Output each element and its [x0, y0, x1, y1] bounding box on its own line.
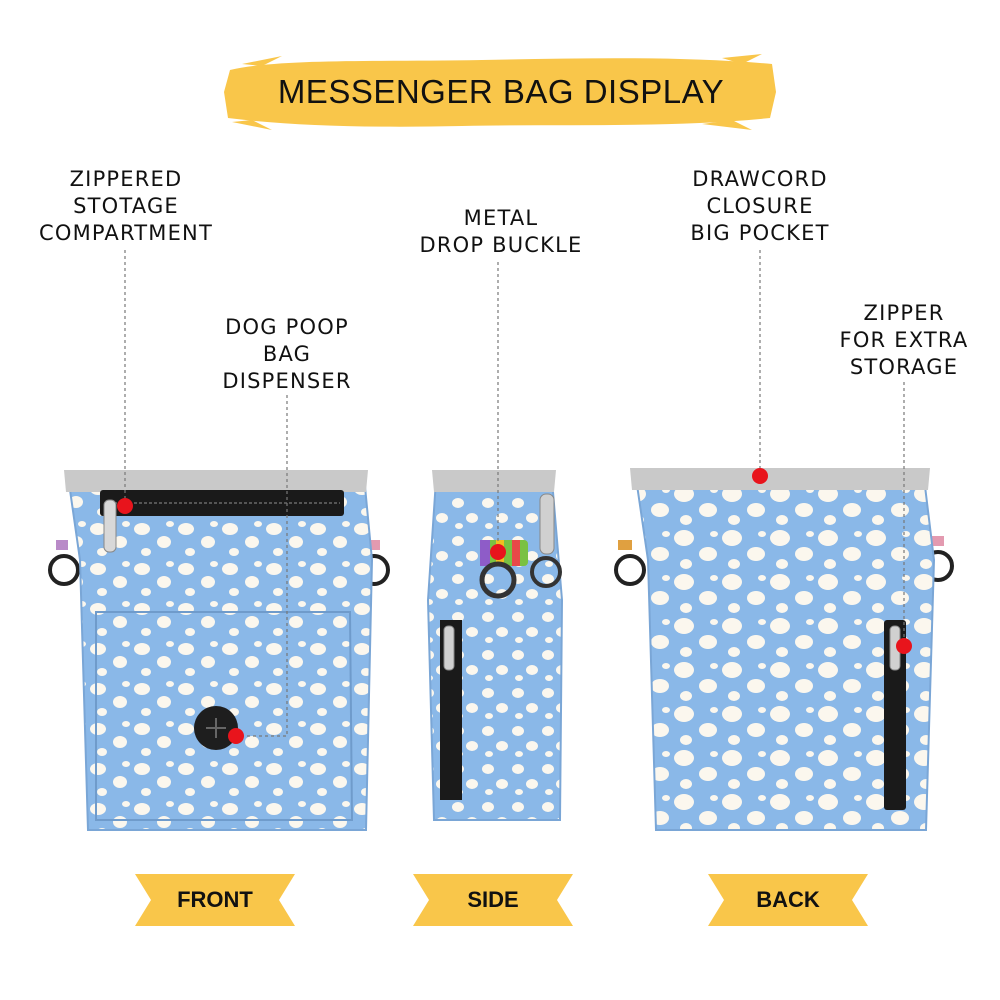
marker-drop-buckle — [490, 544, 506, 560]
callout-markers — [117, 468, 912, 744]
callout-line: ZIPPER — [863, 301, 945, 325]
callout-line: BIG POCKET — [690, 221, 830, 245]
callout-line: DISPENSER — [222, 369, 352, 393]
back-left-ring — [614, 540, 646, 586]
callout-line: DRAWCORD — [692, 167, 828, 191]
callout-line: DROP BUCKLE — [419, 233, 583, 257]
callout-zipper-extra: ZIPPER FOR EXTRA STORAGE — [832, 300, 976, 381]
callout-line: FOR EXTRA — [839, 328, 969, 352]
back-bag — [614, 468, 954, 831]
callout-line: METAL — [463, 206, 539, 230]
callout-zippered-compartment: ZIPPERED STOTAGE COMPARTMENT — [25, 166, 227, 247]
front-left-ring — [48, 540, 80, 586]
marker-zipper-extra — [896, 638, 912, 654]
title-brush-stroke — [224, 54, 776, 130]
label-front: FRONT — [177, 887, 253, 912]
leader-lines — [124, 250, 905, 737]
callout-line: CLOSURE — [706, 194, 814, 218]
callout-line: STORAGE — [849, 355, 959, 379]
callout-dispenser: DOG POOP BAG DISPENSER — [208, 314, 366, 395]
marker-dispenser — [228, 728, 244, 744]
ribbon-front — [135, 874, 295, 926]
callout-line: STOTAGE — [73, 194, 179, 218]
callout-line: BAG — [262, 342, 312, 366]
ribbon-back — [708, 874, 868, 926]
page-title: MESSENGER BAG DISPLAY — [277, 73, 725, 110]
ribbon-side — [413, 874, 573, 926]
view-ribbons — [135, 874, 868, 926]
front-bag — [48, 470, 390, 831]
label-back: BACK — [756, 887, 820, 912]
marker-zippered-compartment — [117, 498, 133, 514]
title-banner: MESSENGER BAG DISPLAY — [222, 52, 780, 132]
label-side: SIDE — [467, 887, 519, 912]
callout-line: COMPARTMENT — [38, 221, 213, 245]
callout-line: DOG POOP — [225, 315, 349, 339]
callout-drop-buckle: METAL DROP BUCKLE — [410, 205, 592, 259]
marker-drawcord — [752, 468, 768, 484]
side-bag — [426, 470, 564, 821]
callout-line: ZIPPERED — [69, 167, 183, 191]
callout-drawcord: DRAWCORD CLOSURE BIG POCKET — [672, 166, 848, 247]
